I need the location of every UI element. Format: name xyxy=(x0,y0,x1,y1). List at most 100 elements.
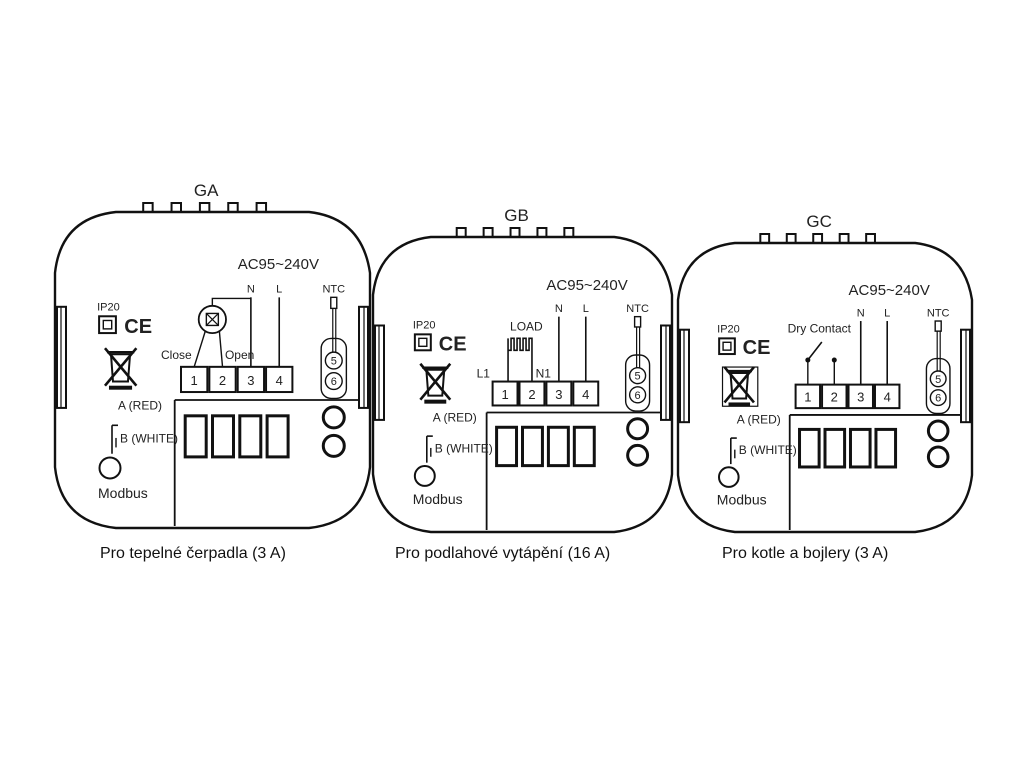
clip-tab xyxy=(142,202,154,213)
voltage-label: AC95~240V xyxy=(238,256,319,273)
terminal-number: 4 xyxy=(276,373,283,388)
ntc-pin-number: 5 xyxy=(635,371,641,383)
ip-rating-icon-inner xyxy=(102,319,113,330)
bin-bar xyxy=(728,402,751,407)
ntc-pin-number: 6 xyxy=(935,393,941,405)
connector-slot xyxy=(265,414,290,459)
ntc-label: NTC xyxy=(322,284,345,296)
bin-cross xyxy=(419,362,452,401)
ntc-probe-tip xyxy=(934,320,942,332)
load-label-top: Dry Contact xyxy=(788,322,852,336)
open-wire xyxy=(218,330,224,367)
connector-slot xyxy=(848,427,872,469)
valve-motor-icon xyxy=(193,297,251,368)
clip-tab xyxy=(482,227,494,238)
weee-bin-icon xyxy=(419,362,452,404)
modbus-connector-icon xyxy=(718,466,740,488)
n-label: N xyxy=(555,303,563,315)
terminal-number: 3 xyxy=(857,390,864,405)
ip-rating-label: IP20 xyxy=(413,319,436,331)
clip-tab xyxy=(455,227,467,238)
ntc-pin-number: 6 xyxy=(635,390,641,402)
weee-bin-icon xyxy=(721,366,759,407)
ntc-pin-number: 5 xyxy=(331,356,337,368)
connector-slot xyxy=(183,414,208,459)
terminal-number: 1 xyxy=(501,387,508,402)
ntc-pin-housing xyxy=(624,354,651,412)
ip-rating-icon xyxy=(98,315,117,335)
housing-outline xyxy=(676,241,974,534)
round-connector xyxy=(321,433,346,458)
modbus-b-label: B (WHITE) xyxy=(120,432,178,446)
ce-mark: CE xyxy=(124,316,152,338)
clip-tab xyxy=(563,227,575,238)
unit-title: GC xyxy=(806,212,832,231)
connector-slot xyxy=(495,425,519,468)
connector-slot xyxy=(874,427,898,469)
clip-tab xyxy=(227,202,239,213)
dry-contact-switch-icon xyxy=(805,341,837,385)
ntc-pin-number: 6 xyxy=(331,376,337,388)
n-label: N xyxy=(247,284,255,296)
terminal-number: 1 xyxy=(804,390,811,405)
connector-slot xyxy=(546,425,570,468)
ntc-pin-5 xyxy=(929,370,947,388)
clip-tab xyxy=(812,233,824,244)
modbus-a-label: A (RED) xyxy=(433,410,477,424)
connector-slot xyxy=(572,425,596,468)
modbus-a-label: A (RED) xyxy=(118,399,162,413)
modbus-connector-icon xyxy=(413,464,436,487)
clip-tab xyxy=(198,202,211,213)
modbus-a-label: A (RED) xyxy=(737,413,781,427)
bin-body xyxy=(425,368,446,397)
unit-title: GB xyxy=(504,206,529,225)
terminal-4 xyxy=(265,365,294,394)
clip-tab xyxy=(838,233,850,244)
modbus-label: Modbus xyxy=(717,492,767,508)
motor-mark xyxy=(205,313,219,326)
ip-rating-icon-inner xyxy=(418,337,428,348)
heating-element-icon xyxy=(507,337,533,382)
modbus-b-label: B (WHITE) xyxy=(739,443,797,457)
clip-tab xyxy=(255,202,268,213)
ntc-pin-6 xyxy=(628,386,647,404)
terminal-number: 2 xyxy=(219,373,226,388)
ce-mark: CE xyxy=(439,333,467,355)
connector-slot xyxy=(238,414,263,459)
housing-outline xyxy=(53,210,372,530)
ce-mark: CE xyxy=(743,337,771,359)
unit-title: GA xyxy=(194,181,219,200)
modbus-b-label: B (WHITE) xyxy=(435,441,493,455)
bin-cross xyxy=(723,366,755,404)
bin-bar xyxy=(108,385,133,390)
load-label-right: N1 xyxy=(536,367,552,381)
round-connector xyxy=(626,443,650,467)
ntc-probe-tip xyxy=(330,296,338,310)
clip-tab xyxy=(759,233,771,244)
bin-body xyxy=(729,372,750,400)
caption-gb: Pro podlahové vytápění (16 A) xyxy=(395,545,611,562)
housing-outline xyxy=(371,235,674,534)
caption-gc: Pro kotle a bojlery (3 A) xyxy=(722,545,889,562)
ntc-pin-6 xyxy=(929,389,947,407)
modbus-label: Modbus xyxy=(413,491,463,507)
round-connector xyxy=(926,419,950,443)
connector-slot xyxy=(211,414,235,459)
load-label-left: Close xyxy=(161,348,192,362)
clip-tab xyxy=(170,202,183,213)
clip-tab xyxy=(536,227,548,238)
modbus-label: Modbus xyxy=(98,485,148,501)
clip-tab xyxy=(785,233,797,244)
modbus-connector-icon xyxy=(98,456,122,480)
caption-ga: Pro tepelné čerpadla (3 A) xyxy=(100,545,286,562)
ip-rating-label: IP20 xyxy=(717,323,740,335)
ntc-pin-5 xyxy=(324,351,343,370)
bin-cross xyxy=(103,347,138,387)
clip-tab xyxy=(865,233,876,244)
motor-core xyxy=(205,312,220,327)
terminal-1 xyxy=(491,380,519,407)
round-connector xyxy=(321,405,346,430)
